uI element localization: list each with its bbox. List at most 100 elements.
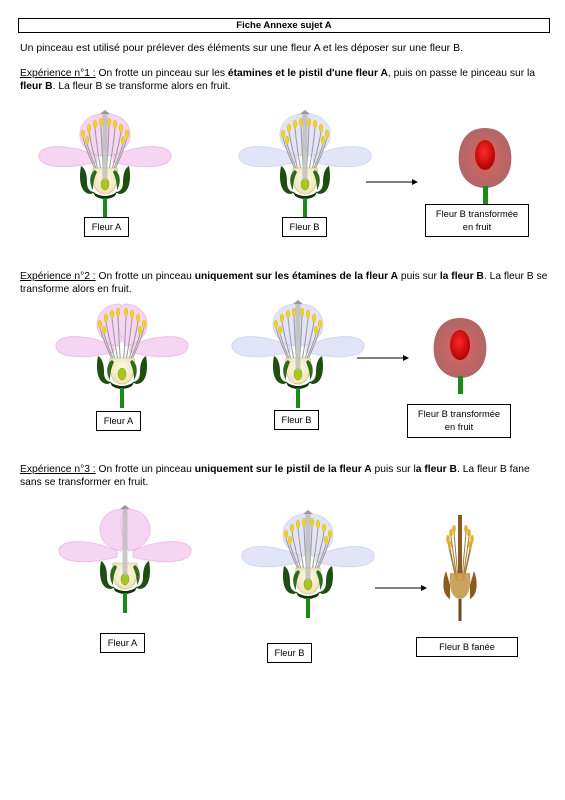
petal-right	[315, 546, 375, 568]
experience-2-b1: uniquement sur les étamines de la fleur …	[194, 271, 399, 282]
anther	[293, 119, 298, 129]
sepal-left	[100, 561, 115, 589]
experience-3-t3: . La fleur B fane sans se transformer en…	[20, 464, 530, 488]
petal-left	[55, 336, 115, 358]
sepal-right	[135, 561, 150, 589]
anther	[323, 535, 328, 545]
sepal-left	[80, 166, 95, 194]
petal-right	[305, 336, 365, 358]
sepal-inner-left	[290, 170, 297, 190]
receptacle	[293, 192, 317, 199]
wilted-stem	[458, 599, 462, 621]
wilted-style	[458, 515, 462, 575]
anther	[281, 129, 286, 139]
experience-2-t2: puis sur	[398, 271, 440, 282]
exp2-box-fleur-a: Fleur A	[96, 411, 141, 431]
anther	[106, 117, 111, 127]
ovule	[117, 367, 127, 381]
pistil-stigma	[303, 510, 313, 514]
anther	[305, 309, 310, 319]
sepal-inner-right	[313, 170, 320, 190]
sepal-right	[308, 356, 323, 384]
petal-right	[129, 336, 189, 358]
anther	[141, 319, 146, 329]
anther	[312, 119, 317, 129]
stem	[303, 198, 307, 218]
exp2-fruit-icon	[433, 318, 487, 394]
petal-left	[231, 336, 291, 358]
exp1-flower-a	[38, 110, 172, 218]
experience-1-b1: étamines et le pistil d'une fleur A	[227, 68, 388, 79]
wilted-anther	[452, 525, 456, 533]
sepal-inner-left	[90, 170, 97, 190]
receptacle	[113, 587, 137, 594]
anther	[102, 325, 107, 335]
receptacle	[93, 192, 117, 199]
exp1-flower-b	[238, 110, 372, 218]
exp2-box-fleur-b: Fleur B	[274, 410, 319, 430]
anther	[115, 307, 120, 317]
petal-left	[241, 546, 301, 568]
experience-1-t3: . La fleur B se transforme alors en frui…	[52, 80, 231, 92]
exp3-box-fleur-b: Fleur B	[267, 643, 312, 663]
anther	[129, 309, 134, 319]
sepal-inner-left	[107, 360, 114, 380]
sepal-right	[318, 566, 333, 594]
exp3-box-fleur-a: Fleur A	[100, 633, 145, 653]
pistil-stigma	[100, 110, 110, 114]
sepal-left	[283, 566, 298, 594]
sepal-inner-left	[110, 565, 117, 585]
anther	[290, 523, 295, 533]
exp1-arrow-icon	[366, 179, 418, 185]
anther	[311, 313, 316, 323]
sepal-inner-right	[113, 170, 120, 190]
exp2-flower-a	[55, 303, 189, 408]
anther	[327, 529, 332, 539]
anther	[137, 325, 142, 335]
experience-2-t3: . La fleur B se transforme alors en frui…	[20, 271, 548, 295]
fruit-stem	[458, 376, 463, 394]
experience-1-text: Expérience n°1 : On frotte un pinceau su…	[20, 68, 548, 93]
wilted-anther	[468, 541, 472, 549]
stem	[296, 388, 300, 408]
pistil-style	[295, 304, 301, 370]
anther	[120, 135, 125, 145]
intro-text: Un pinceau est utilisé pour prélever des…	[20, 42, 463, 54]
experience-1-b2: fleur B	[20, 80, 53, 92]
experience-1-label: Expérience n°1 :	[20, 68, 96, 79]
anther	[288, 535, 293, 545]
anther	[320, 135, 325, 145]
pistil-style	[302, 114, 308, 180]
exp2-arrow-icon	[357, 355, 409, 361]
petal-right	[132, 541, 192, 563]
wilted-anther	[467, 529, 471, 537]
anther	[104, 313, 109, 323]
anther	[296, 519, 301, 529]
wilted-anther	[448, 541, 452, 549]
anther	[280, 313, 285, 323]
fruit-seed	[475, 140, 495, 170]
anther	[85, 135, 90, 145]
sepal-inner-right	[316, 570, 323, 590]
receptacle	[110, 382, 134, 389]
wilted-anther	[449, 529, 453, 537]
experience-3-text: Expérience n°3 : On frotte un pinceau un…	[20, 464, 548, 489]
pistil-stigma	[120, 505, 130, 509]
petal-left	[38, 146, 98, 168]
anther	[318, 123, 323, 133]
anther	[135, 313, 140, 323]
anther	[309, 517, 314, 527]
sepal-left	[280, 166, 295, 194]
anther	[98, 117, 103, 127]
pistil-stigma	[300, 110, 310, 114]
experience-2-t1: On frotte un pinceau	[95, 271, 195, 282]
experience-1-t1: On frotte un pinceau sur les	[95, 68, 228, 79]
experience-3-b2: a fleur B	[415, 464, 457, 475]
exp1-box-fleur-b: Fleur B	[282, 217, 327, 237]
sepal-right	[115, 166, 130, 194]
pistil-style	[122, 509, 128, 575]
anther	[299, 307, 304, 317]
anther	[278, 325, 283, 335]
anther	[324, 129, 329, 139]
petal-left	[238, 146, 298, 168]
